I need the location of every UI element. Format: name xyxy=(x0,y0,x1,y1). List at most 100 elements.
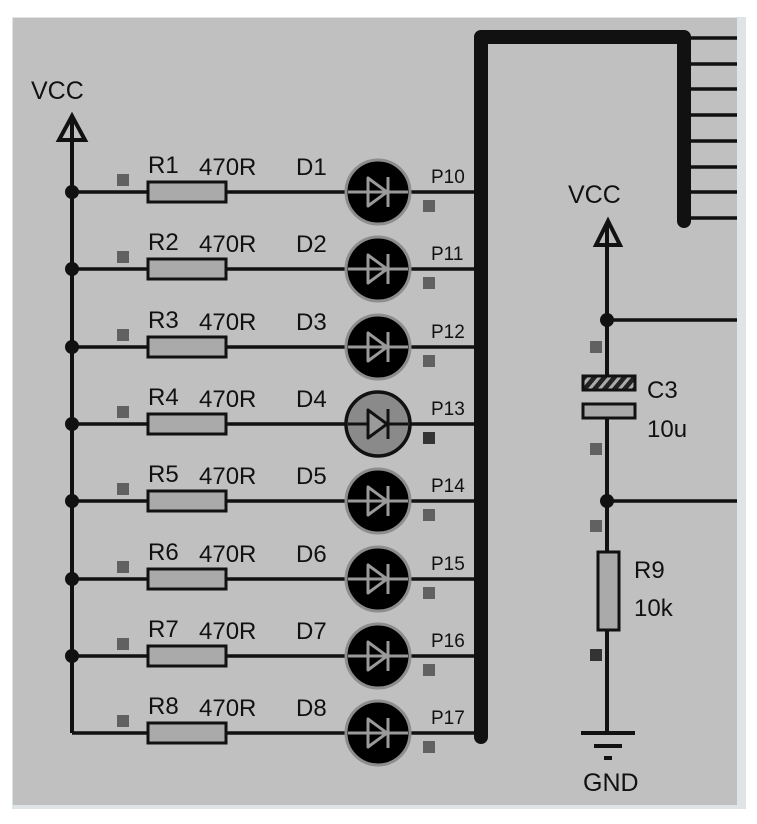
led-d7[interactable]: D7 xyxy=(296,618,412,690)
led-d6[interactable]: D6 xyxy=(296,541,412,613)
pin-marker xyxy=(117,251,129,263)
gnd-label: GND xyxy=(583,769,639,797)
diode-name: D7 xyxy=(296,618,327,645)
pin-marker xyxy=(423,432,435,444)
pin-label: P16 xyxy=(431,631,465,652)
resistor-r9[interactable]: R9 10k xyxy=(596,550,674,632)
pin-marker xyxy=(590,443,602,455)
pin-marker xyxy=(423,200,435,212)
diode-name: D4 xyxy=(296,386,327,413)
resistor-r9-value: 10k xyxy=(634,595,674,622)
led-d2[interactable]: D2 xyxy=(296,231,412,303)
led-d5[interactable]: D5 xyxy=(296,463,412,535)
junction-dot xyxy=(65,185,79,199)
capacitor-c3[interactable]: C3 10u xyxy=(581,374,687,443)
pin-label: P12 xyxy=(431,322,465,343)
mcu-right-pins xyxy=(684,36,737,220)
junction-dot xyxy=(65,494,79,508)
diode-symbol-icon xyxy=(366,640,389,672)
resistor-value: 470R xyxy=(199,386,256,413)
pin-marker xyxy=(117,561,129,573)
pin-marker xyxy=(423,277,435,289)
resistor-r2[interactable]: R2 470R xyxy=(146,229,256,281)
resistor-r5[interactable]: R5 470R xyxy=(146,461,256,513)
pin-marker xyxy=(590,649,602,661)
resistor-value: 470R xyxy=(199,695,256,722)
led-row: R3 470R D3 P12 xyxy=(65,307,481,381)
resistor-value: 470R xyxy=(199,463,256,490)
resistor-value: 470R xyxy=(199,309,256,336)
resistor-name: R1 xyxy=(148,152,179,179)
junction-dot xyxy=(600,494,614,508)
mcu-bus xyxy=(474,30,691,744)
diode-symbol-icon xyxy=(366,717,389,749)
pin-marker xyxy=(117,638,129,650)
diode-name: D8 xyxy=(296,695,327,722)
diode-name: D5 xyxy=(296,463,327,490)
resistor-name: R7 xyxy=(148,616,179,643)
resistor-r9-name: R9 xyxy=(634,557,665,584)
pin-label: P11 xyxy=(431,244,463,265)
led-d4[interactable]: D4 xyxy=(296,386,412,458)
junction-dot xyxy=(600,313,614,327)
diode-name: D3 xyxy=(296,309,327,336)
diode-name: D1 xyxy=(296,154,327,181)
resistor-body xyxy=(146,180,228,204)
resistor-value: 470R xyxy=(199,541,256,568)
resistor-body xyxy=(146,257,228,281)
led-d8[interactable]: D8 xyxy=(296,695,412,767)
pin-markers-right xyxy=(590,341,602,661)
diode-symbol-icon xyxy=(366,485,389,517)
pin-marker xyxy=(423,664,435,676)
resistor-name: R5 xyxy=(148,461,179,488)
resistor-name: R8 xyxy=(148,693,179,720)
resistor-body xyxy=(146,489,228,513)
vcc-left-label: VCC xyxy=(31,77,84,105)
pin-marker xyxy=(423,741,435,753)
resistor-r3[interactable]: R3 470R xyxy=(146,307,256,359)
resistor-r8[interactable]: R8 470R xyxy=(146,693,256,745)
diode-symbol-icon xyxy=(366,331,389,363)
resistor-r1[interactable]: R1 470R xyxy=(146,152,256,204)
resistor-value: 470R xyxy=(199,154,256,181)
diode-symbol-icon xyxy=(366,563,389,595)
ground-symbol[interactable]: GND xyxy=(581,731,639,797)
diode-symbol-icon xyxy=(366,253,389,285)
led-d1[interactable]: D1 xyxy=(296,154,412,226)
pin-marker xyxy=(423,355,435,367)
reset-circuit-wires xyxy=(600,224,737,733)
junction-dot xyxy=(65,572,79,586)
resistor-r7[interactable]: R7 470R xyxy=(146,616,256,668)
led-row: R7 470R D7 P16 xyxy=(65,616,481,690)
diode-name: D2 xyxy=(296,231,327,258)
junction-dot xyxy=(65,262,79,276)
led-row: R2 470R D2 P11 xyxy=(65,229,481,303)
led-d3[interactable]: D3 xyxy=(296,309,412,381)
pin-marker xyxy=(117,483,129,495)
diode-symbol-icon xyxy=(366,176,389,208)
resistor-value: 470R xyxy=(199,231,256,258)
resistor-value: 470R xyxy=(199,618,256,645)
resistor-name: R3 xyxy=(148,307,179,334)
capacitor-plate-negative xyxy=(581,402,637,420)
pin-marker xyxy=(590,520,602,532)
pin-marker xyxy=(423,509,435,521)
vcc-right-symbol[interactable]: VCC xyxy=(568,181,624,247)
junction-dot xyxy=(65,417,79,431)
vcc-left-symbol[interactable]: VCC xyxy=(31,77,89,733)
pin-marker xyxy=(423,587,435,599)
pin-marker xyxy=(590,341,602,353)
resistor-body xyxy=(146,412,228,436)
pin-marker xyxy=(117,174,129,186)
junction-dot xyxy=(65,340,79,354)
pin-marker xyxy=(117,715,129,727)
resistor-name: R2 xyxy=(148,229,179,256)
